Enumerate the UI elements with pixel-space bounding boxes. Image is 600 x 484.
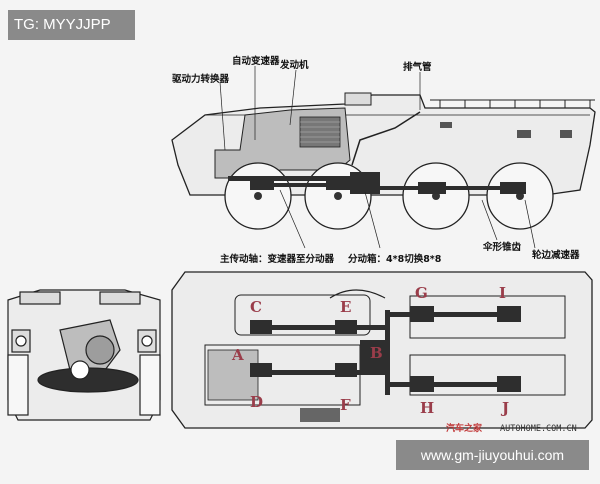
top-view: C E G I A B D F H J 汽车之家 AUTOHOME.COM.CN xyxy=(171,271,593,434)
front-hatch-right xyxy=(99,291,141,305)
top-left-badge: TG: MYYJJPP xyxy=(8,10,135,40)
front-hatch-left xyxy=(19,291,61,305)
top-grille xyxy=(300,408,340,422)
side-view: 自动变速器 发动机 排气管 驱动力转换器 主传动轴：变速器至分动器 分动箱：4*… xyxy=(171,55,596,265)
side-port xyxy=(440,122,452,128)
watermark-en: AUTOHOME.COM.CN xyxy=(500,424,577,434)
point-letter-i: I xyxy=(499,284,506,302)
leader-lines xyxy=(219,66,536,249)
top-engine xyxy=(207,349,259,401)
top-exhaust xyxy=(329,289,386,299)
label-torque-converter: 驱动力转换器 xyxy=(172,73,230,85)
label-auto-gearbox: 自动变速器 xyxy=(232,55,280,67)
point-letter-c: C xyxy=(250,298,262,316)
bottom-right-badge: www.gm-jiuyouhui.com xyxy=(396,440,589,470)
point-letter-h: H xyxy=(420,399,434,417)
roof-rails xyxy=(430,99,595,108)
top-drivetrain xyxy=(250,306,521,395)
label-main-shaft: 主传动轴：变速器至分动器 xyxy=(220,253,335,265)
side-port xyxy=(560,130,572,138)
exhaust-pipe xyxy=(351,111,421,166)
point-letter-f: F xyxy=(340,396,351,414)
label-bevel-gear: 伞形锥齿 xyxy=(482,241,522,253)
label-exhaust: 排气管 xyxy=(403,61,432,73)
point-letter-a: A xyxy=(231,346,244,364)
point-letter-d: D xyxy=(250,393,263,411)
point-letter-g: G xyxy=(415,284,428,302)
point-letter-j: J xyxy=(500,399,509,417)
point-letter-e: E xyxy=(340,298,351,316)
point-letter-b: B xyxy=(370,344,383,362)
watermark-cn: 汽车之家 xyxy=(446,422,483,434)
front-view xyxy=(7,289,161,421)
label-hub-reducer: 轮边减速器 xyxy=(532,249,580,261)
label-transfer-case: 分动箱：4*8切换8*8 xyxy=(348,253,442,265)
top-transfer-case xyxy=(360,340,385,375)
hatch xyxy=(344,92,372,106)
front-wheel-left xyxy=(7,354,29,416)
side-drivetrain xyxy=(228,172,526,194)
transfer-case xyxy=(350,172,380,194)
grille-lines xyxy=(300,121,340,143)
side-port xyxy=(517,130,531,138)
label-engine: 发动机 xyxy=(279,59,309,71)
front-wheel-right xyxy=(139,354,161,416)
